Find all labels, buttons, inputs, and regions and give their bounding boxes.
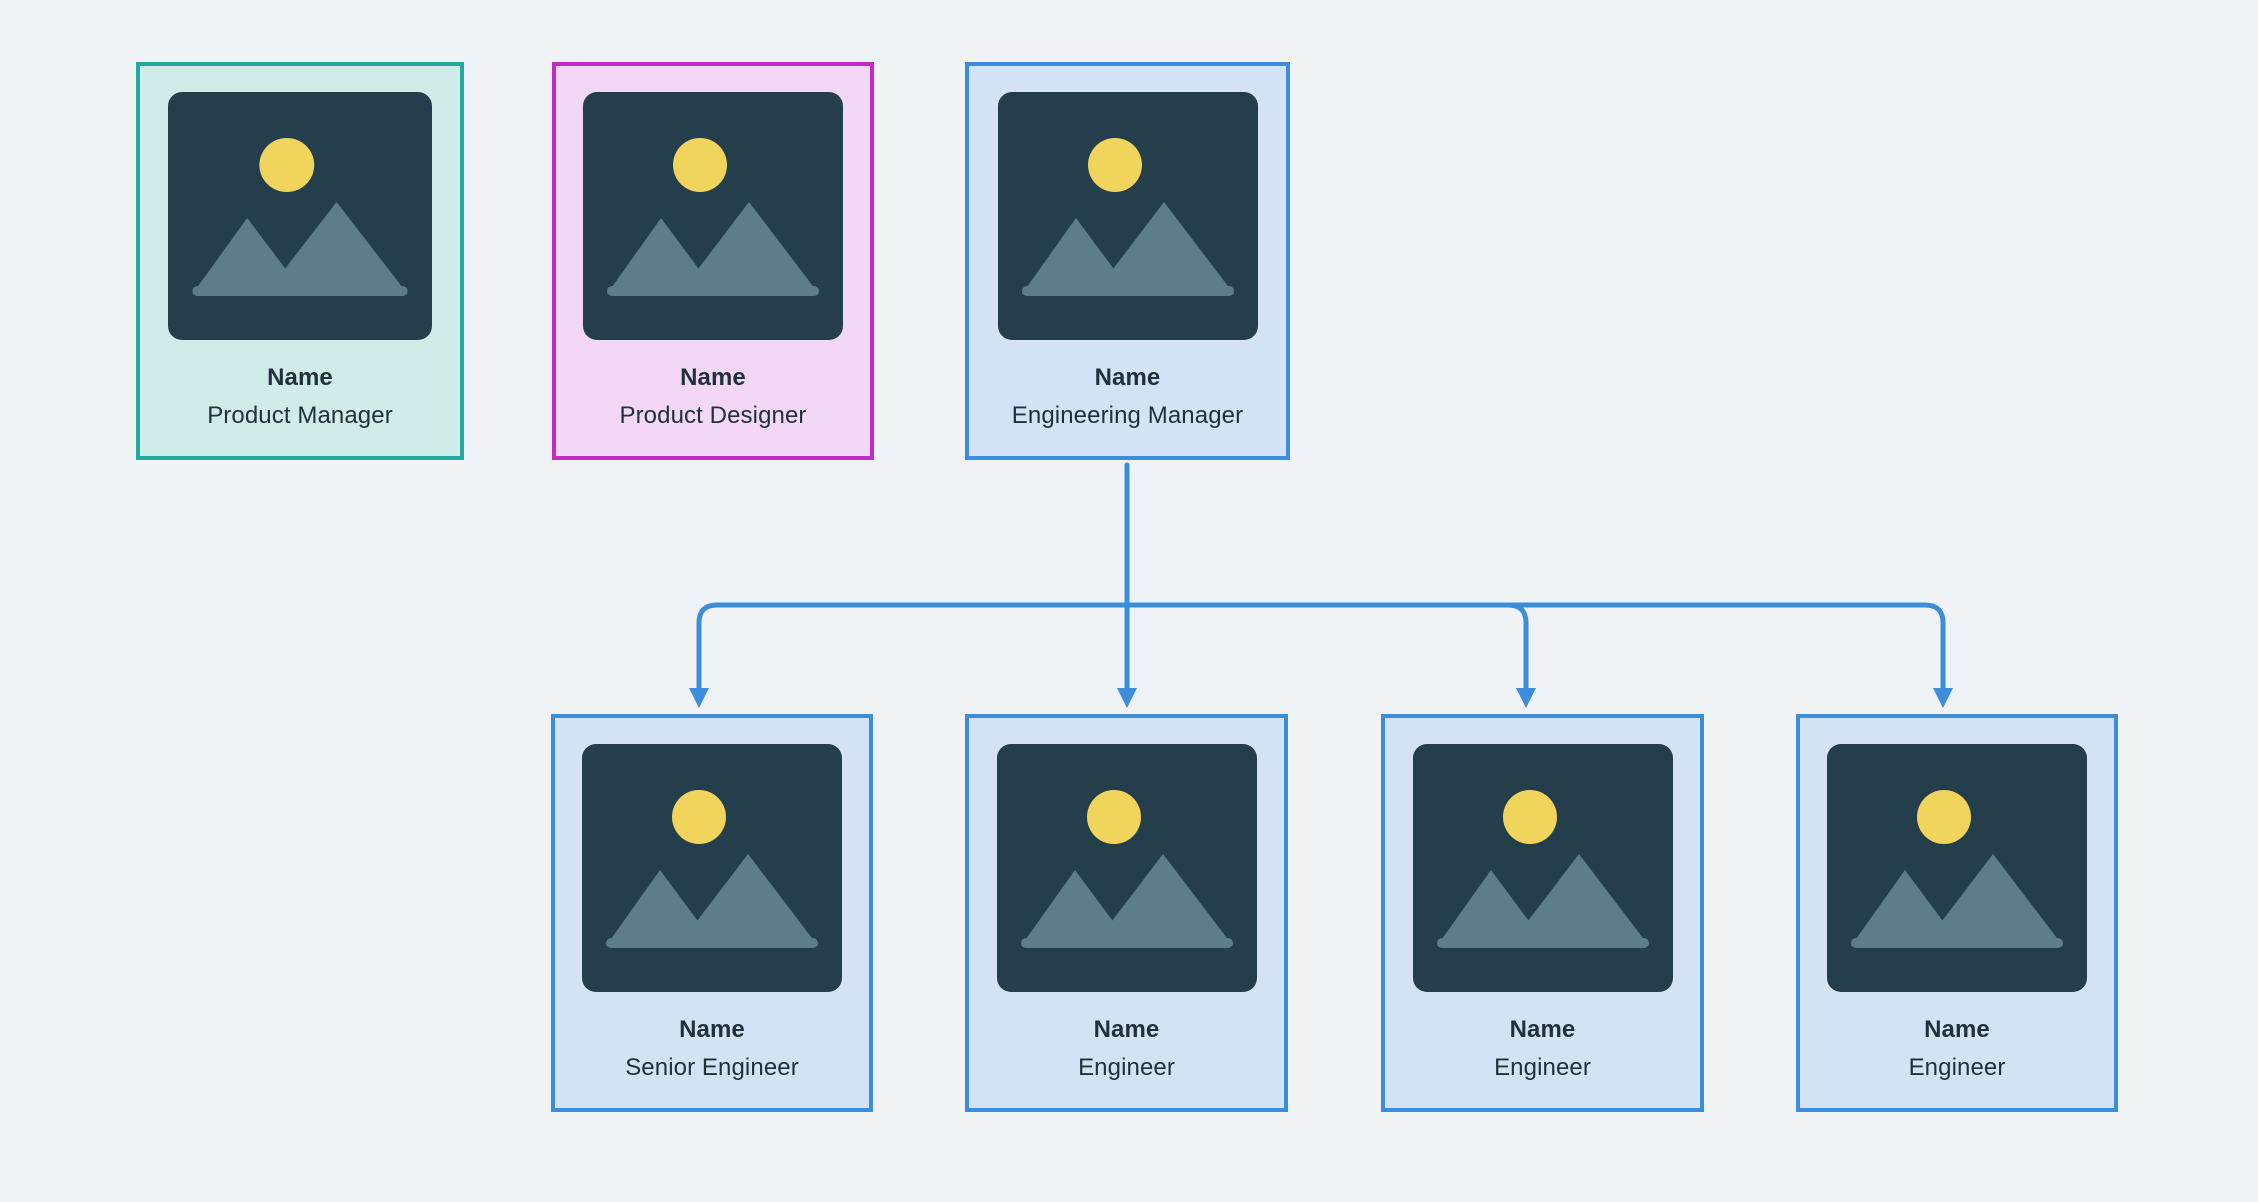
sun-icon xyxy=(672,790,726,844)
image-placeholder-icon xyxy=(1827,744,2087,992)
sun-icon xyxy=(259,138,315,192)
mountain-small-icon xyxy=(606,870,700,946)
org-card-role: Engineer xyxy=(1494,1054,1591,1081)
connector-branch-3 xyxy=(1922,602,1946,691)
mountain-small-icon xyxy=(1851,870,1945,946)
org-card-role: Engineer xyxy=(1908,1054,2006,1081)
mountain-small-icon xyxy=(607,218,701,294)
org-card-name: Name xyxy=(1509,1016,1576,1043)
mountain-large-icon xyxy=(1092,854,1233,946)
org-card-name: Name xyxy=(680,364,746,391)
org-card-thumbnail xyxy=(1827,744,2087,992)
org-card-role: Senior Engineer xyxy=(625,1054,799,1081)
mountain-small-icon xyxy=(1436,870,1531,946)
connector-arrowhead-1 xyxy=(1117,688,1137,708)
sun-icon xyxy=(1917,790,1971,844)
sun-icon xyxy=(673,138,727,192)
org-card-thumbnail xyxy=(168,92,432,340)
mountain-small-icon xyxy=(192,218,288,294)
mountain-small-icon xyxy=(1021,218,1116,294)
org-card-name: Name xyxy=(1093,1016,1160,1043)
image-placeholder-icon xyxy=(997,92,1258,340)
org-card-role: Product Manager xyxy=(207,402,393,429)
connector-arrowhead-2 xyxy=(1516,688,1536,708)
connector-branch-2 xyxy=(1505,602,1529,691)
mountain-large-icon xyxy=(678,854,818,946)
org-card-name: Name xyxy=(267,364,333,391)
org-card-name: Name xyxy=(1094,364,1161,391)
org-card-name: Name xyxy=(1924,1016,1990,1043)
org-card-thumbnail xyxy=(583,92,843,340)
mountain-large-icon xyxy=(1093,202,1234,294)
connector-branch-0 xyxy=(696,602,720,691)
mountain-large-icon xyxy=(679,202,819,294)
sun-icon xyxy=(1086,790,1141,844)
sun-icon xyxy=(1502,790,1557,844)
connector-arrowhead-3 xyxy=(1933,688,1953,708)
org-card-thumbnail xyxy=(1412,744,1673,992)
sun-icon xyxy=(1087,138,1142,192)
org-card-thumbnail xyxy=(582,744,842,992)
mountain-small-icon xyxy=(1020,870,1115,946)
org-card-thumbnail xyxy=(997,92,1258,340)
mountain-large-icon xyxy=(1923,854,2063,946)
org-card-role: Engineering Manager xyxy=(1011,402,1244,429)
image-placeholder-icon xyxy=(1412,744,1673,992)
mountain-large-icon xyxy=(1508,854,1649,946)
org-card-role: Engineer xyxy=(1078,1054,1175,1081)
mountain-large-icon xyxy=(265,202,408,294)
image-placeholder-icon xyxy=(168,92,432,340)
connector-arrowhead-0 xyxy=(689,688,709,708)
org-card-role: Product Designer xyxy=(619,402,807,429)
org-card-thumbnail xyxy=(996,744,1257,992)
org-card-name: Name xyxy=(679,1016,745,1043)
image-placeholder-icon xyxy=(582,744,842,992)
image-placeholder-icon xyxy=(996,744,1257,992)
image-placeholder-icon xyxy=(583,92,843,340)
